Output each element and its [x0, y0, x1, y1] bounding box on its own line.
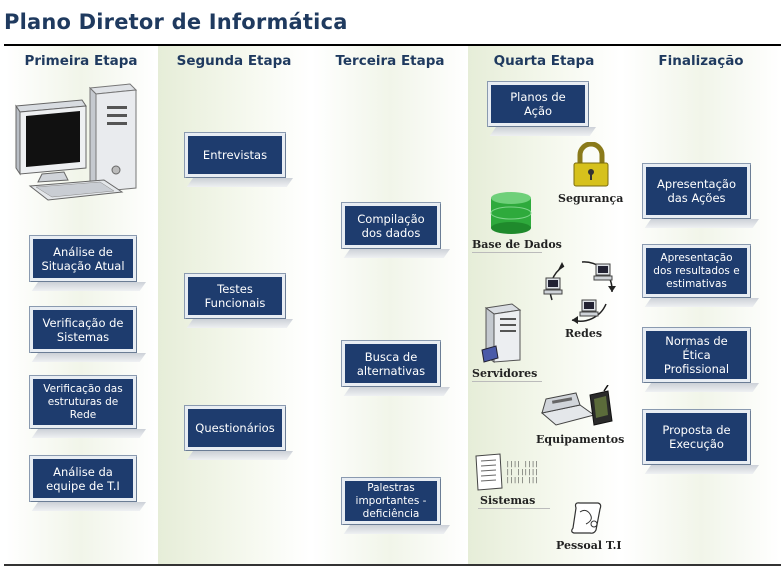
header-finalizacao: Finalização — [658, 53, 744, 69]
testes-funcionais-label: Testes Funcionais — [204, 282, 266, 310]
reflection — [31, 429, 146, 438]
redes-label: Redes — [565, 327, 603, 340]
reflection — [644, 298, 759, 307]
divider — [472, 252, 542, 253]
bottom-rule — [4, 564, 781, 566]
sistemas-label: Sistemas — [480, 494, 536, 507]
reflection — [343, 387, 450, 396]
apresentacao-acoes-box[interactable]: Apresentação das Ações — [643, 164, 750, 218]
analise-situacao-atual-label: Análise de Situação Atual — [41, 244, 125, 273]
apresentacao-resultados-label: Apresentação dos resultados e estimativa… — [653, 251, 740, 290]
svg-text:||||| |||: ||||| ||| — [506, 477, 539, 484]
header-quarta-etapa: Quarta Etapa — [493, 53, 595, 69]
entrevistas-box[interactable]: Entrevistas — [185, 133, 285, 177]
column-band-3 — [312, 46, 468, 564]
computer-tower — [88, 83, 138, 194]
lock-icon — [573, 142, 609, 187]
busca-alternativas-box[interactable]: Busca de alternativas — [342, 341, 440, 386]
apresentacao-acoes-label: Apresentação das Ações — [656, 177, 737, 205]
equipamentos-label: Equipamentos — [536, 433, 625, 446]
verificacao-redes-label: Verificação das estruturas de Rede — [43, 382, 123, 421]
network-node — [593, 263, 613, 281]
page-title: Plano Diretor de Informática — [4, 10, 348, 34]
planos-acao-box[interactable]: Planos de Ação — [488, 82, 588, 126]
reflection — [186, 451, 293, 460]
planos-acao-label: Planos de Ação — [510, 90, 566, 118]
reflection — [186, 178, 293, 187]
base-dados-label: Base de Dados — [472, 238, 562, 251]
keyboard — [28, 179, 124, 201]
database-icon — [490, 192, 532, 234]
proposta-execucao-box[interactable]: Proposta de Execução — [643, 410, 750, 464]
reflection — [186, 319, 293, 328]
pessoal-label: Pessoal T.I — [556, 539, 622, 552]
entrevistas-label: Entrevistas — [202, 148, 268, 162]
compilacao-dados-label: Compilação dos dados — [357, 211, 425, 240]
equipment-icon — [540, 385, 613, 426]
seguranca-label: Segurança — [558, 192, 624, 205]
palestras-box[interactable]: Palestras importantes - deficiência — [342, 478, 440, 524]
header-primeira-etapa: Primeira Etapa — [24, 53, 138, 69]
compilacao-dados-box[interactable]: Compilação dos dados — [342, 203, 440, 248]
computer-monitor — [15, 99, 87, 183]
document-icon: |||| |||| || |||||| ||||| ||| — [475, 453, 539, 491]
header-segunda-etapa: Segunda Etapa — [176, 53, 292, 69]
analise-equipe-label: Análise da equipe de T.I — [46, 464, 120, 493]
header-terceira-etapa: Terceira Etapa — [335, 53, 445, 69]
questionarios-box[interactable]: Questionários — [185, 406, 285, 450]
network-node — [579, 299, 599, 317]
verificacao-redes-box[interactable]: Verificação das estruturas de Rede — [30, 376, 136, 428]
palestras-label: Palestras importantes - deficiência — [355, 481, 427, 520]
reflection — [644, 219, 759, 228]
network-node — [543, 277, 563, 295]
reflection — [31, 353, 146, 362]
reflection — [31, 502, 146, 511]
testes-funcionais-box[interactable]: Testes Funcionais — [185, 274, 285, 318]
reflection — [31, 282, 146, 291]
svg-text:|||| ||||: |||| |||| — [506, 461, 539, 468]
questionarios-label: Questionários — [195, 421, 275, 435]
server-icon — [481, 303, 522, 363]
busca-alternativas-label: Busca de alternativas — [356, 349, 426, 378]
reflection — [343, 249, 450, 258]
reflection — [343, 525, 450, 534]
reflection — [644, 383, 759, 392]
analise-equipe-box[interactable]: Análise da equipe de T.I — [30, 456, 136, 501]
verificacao-sistemas-box[interactable]: Verificação de Sistemas — [30, 307, 136, 352]
reflection — [644, 465, 759, 474]
divider — [472, 381, 542, 382]
computer-icon — [15, 83, 138, 201]
verificacao-sistemas-label: Verificação de Sistemas — [42, 315, 124, 344]
title-rule — [4, 44, 781, 46]
analise-situacao-atual-box[interactable]: Análise de Situação Atual — [30, 236, 136, 281]
scroll-icon — [571, 502, 602, 534]
servidores-label: Servidores — [472, 367, 538, 380]
reflection — [489, 127, 596, 136]
divider — [478, 508, 550, 509]
proposta-execucao-label: Proposta de Execução — [662, 423, 731, 451]
svg-text:|| ||||||: || |||||| — [506, 469, 539, 476]
normas-etica-box[interactable]: Normas de Ética Profissional — [643, 328, 750, 382]
normas-etica-label: Normas de Ética Profissional — [663, 334, 730, 376]
apresentacao-resultados-box[interactable]: Apresentação dos resultados e estimativa… — [643, 245, 750, 297]
network-icon — [543, 261, 616, 324]
